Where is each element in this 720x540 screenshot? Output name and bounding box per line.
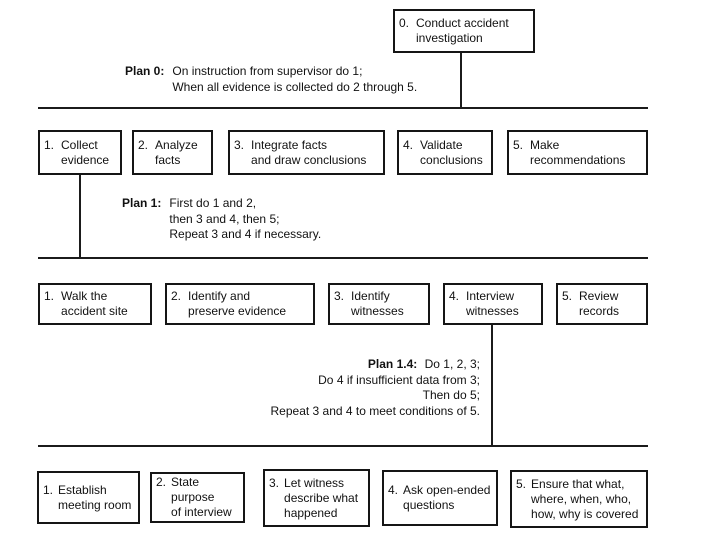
node-number: 2. <box>138 137 149 152</box>
connector-root-drop <box>460 53 462 108</box>
node-label: Let witness describe what happened <box>284 475 359 520</box>
plan-1-body: First do 1 and 2, then 3 and 4, then 5; … <box>169 196 322 241</box>
node-content: 3. Integrate facts and draw conclusions <box>234 138 379 168</box>
node-number: 1. <box>44 289 55 303</box>
node-number: 5. <box>562 289 573 303</box>
node-1-2-identify-preserve-evidence: 2. Identify and preserve evidence <box>165 283 315 325</box>
node-label: Identify witnesses <box>351 289 404 318</box>
node-label: Conduct accident investigation <box>416 16 509 45</box>
node-number: 5. <box>516 476 527 491</box>
node-label: Ask open-ended questions <box>403 483 491 512</box>
node-1-3-identify-witnesses: 3. Identify witnesses <box>328 283 430 325</box>
node-1-collect-evidence: 1. Collect evidence <box>38 130 122 175</box>
node-label: Collect evidence <box>61 137 110 167</box>
node-content: 4. Interview witnesses <box>449 289 537 319</box>
plan-0-body: On instruction from supervisor do 1; Whe… <box>172 64 418 94</box>
plan-1-4-label: Plan 1.4: <box>367 357 418 371</box>
level2-rail-line <box>38 257 648 259</box>
node-content: 5. Ensure that what, where, when, who, h… <box>516 477 642 522</box>
node-content: 1. Collect evidence <box>44 138 116 168</box>
level1-rail-line <box>38 107 648 109</box>
node-label: State purpose of interview <box>171 475 232 519</box>
plan-1-note: Plan 1: First do 1 and 2, then 3 and 4, … <box>122 196 321 243</box>
plan-1-label: Plan 1: <box>122 196 162 210</box>
node-1-1-walk-accident-site: 1. Walk the accident site <box>38 283 152 325</box>
node-content: 1. Walk the accident site <box>44 289 146 319</box>
node-number: 4. <box>388 483 399 497</box>
node-label: Validate conclusions <box>420 137 483 167</box>
node-1-4-1-establish-meeting-room: 1. Establish meeting room <box>37 471 140 524</box>
node-label: Walk the accident site <box>61 289 128 318</box>
node-content: 5. Make recommendations <box>513 138 642 168</box>
node-label: Identify and preserve evidence <box>188 289 287 318</box>
node-content: 2. Analyze facts <box>138 138 207 168</box>
node-number: 4. <box>403 137 414 152</box>
node-number: 2. <box>156 475 167 489</box>
node-label: Analyze facts <box>155 137 198 167</box>
node-label: Establish meeting room <box>58 482 132 512</box>
node-label: Ensure that what, where, when, who, how,… <box>531 476 639 521</box>
level3-rail-line <box>38 445 648 447</box>
node-label: Review records <box>579 289 620 318</box>
node-content: 3. Identify witnesses <box>334 289 424 319</box>
node-label: Make recommendations <box>530 137 626 167</box>
node-number: 0. <box>399 16 410 30</box>
node-1-4-5-ensure-coverage: 5. Ensure that what, where, when, who, h… <box>510 470 648 528</box>
plan-1-4-note: Plan 1.4: Do 1, 2, 3; Do 4 if insufficie… <box>150 357 480 419</box>
plan-1-4-body: Do 1, 2, 3; Do 4 if insufficient data fr… <box>270 357 480 418</box>
node-content: 0. Conduct accident investigation <box>399 16 529 46</box>
node-number: 3. <box>234 137 245 152</box>
node-3-integrate-facts: 3. Integrate facts and draw conclusions <box>228 130 385 175</box>
node-number: 3. <box>269 475 280 490</box>
connector-collect-evidence-drop <box>79 174 81 259</box>
node-number: 4. <box>449 289 460 303</box>
node-5-make-recommendations: 5. Make recommendations <box>507 130 648 175</box>
node-1-4-4-ask-open-ended-questions: 4. Ask open-ended questions <box>382 470 498 526</box>
node-2-analyze-facts: 2. Analyze facts <box>132 130 213 175</box>
node-1-4-interview-witnesses: 4. Interview witnesses <box>443 283 543 325</box>
node-number: 1. <box>44 137 55 152</box>
plan-0-note: Plan 0: On instruction from supervisor d… <box>125 64 417 95</box>
node-1-5-review-records: 5. Review records <box>556 283 648 325</box>
connector-interview-witnesses-drop <box>491 324 493 447</box>
node-number: 5. <box>513 137 524 152</box>
node-content: 5. Review records <box>562 289 642 319</box>
plan-0-label: Plan 0: <box>125 64 165 78</box>
node-content: 1. Establish meeting room <box>43 483 134 513</box>
node-content: 4. Ask open-ended questions <box>388 483 492 513</box>
node-label: Interview witnesses <box>466 289 519 318</box>
node-number: 2. <box>171 289 182 303</box>
node-content: 3. Let witness describe what happened <box>269 476 364 521</box>
node-content: 4. Validate conclusions <box>403 138 487 168</box>
node-content: 2. State purpose of interview <box>156 475 239 520</box>
node-number: 1. <box>43 482 54 497</box>
node-number: 3. <box>334 289 345 303</box>
node-content: 2. Identify and preserve evidence <box>171 289 309 319</box>
node-1-4-3-let-witness-describe: 3. Let witness describe what happened <box>263 469 370 527</box>
node-4-validate-conclusions: 4. Validate conclusions <box>397 130 493 175</box>
node-1-4-2-state-purpose: 2. State purpose of interview <box>150 472 245 523</box>
node-0-conduct-accident-investigation: 0. Conduct accident investigation <box>393 9 535 53</box>
node-label: Integrate facts and draw conclusions <box>251 137 367 167</box>
